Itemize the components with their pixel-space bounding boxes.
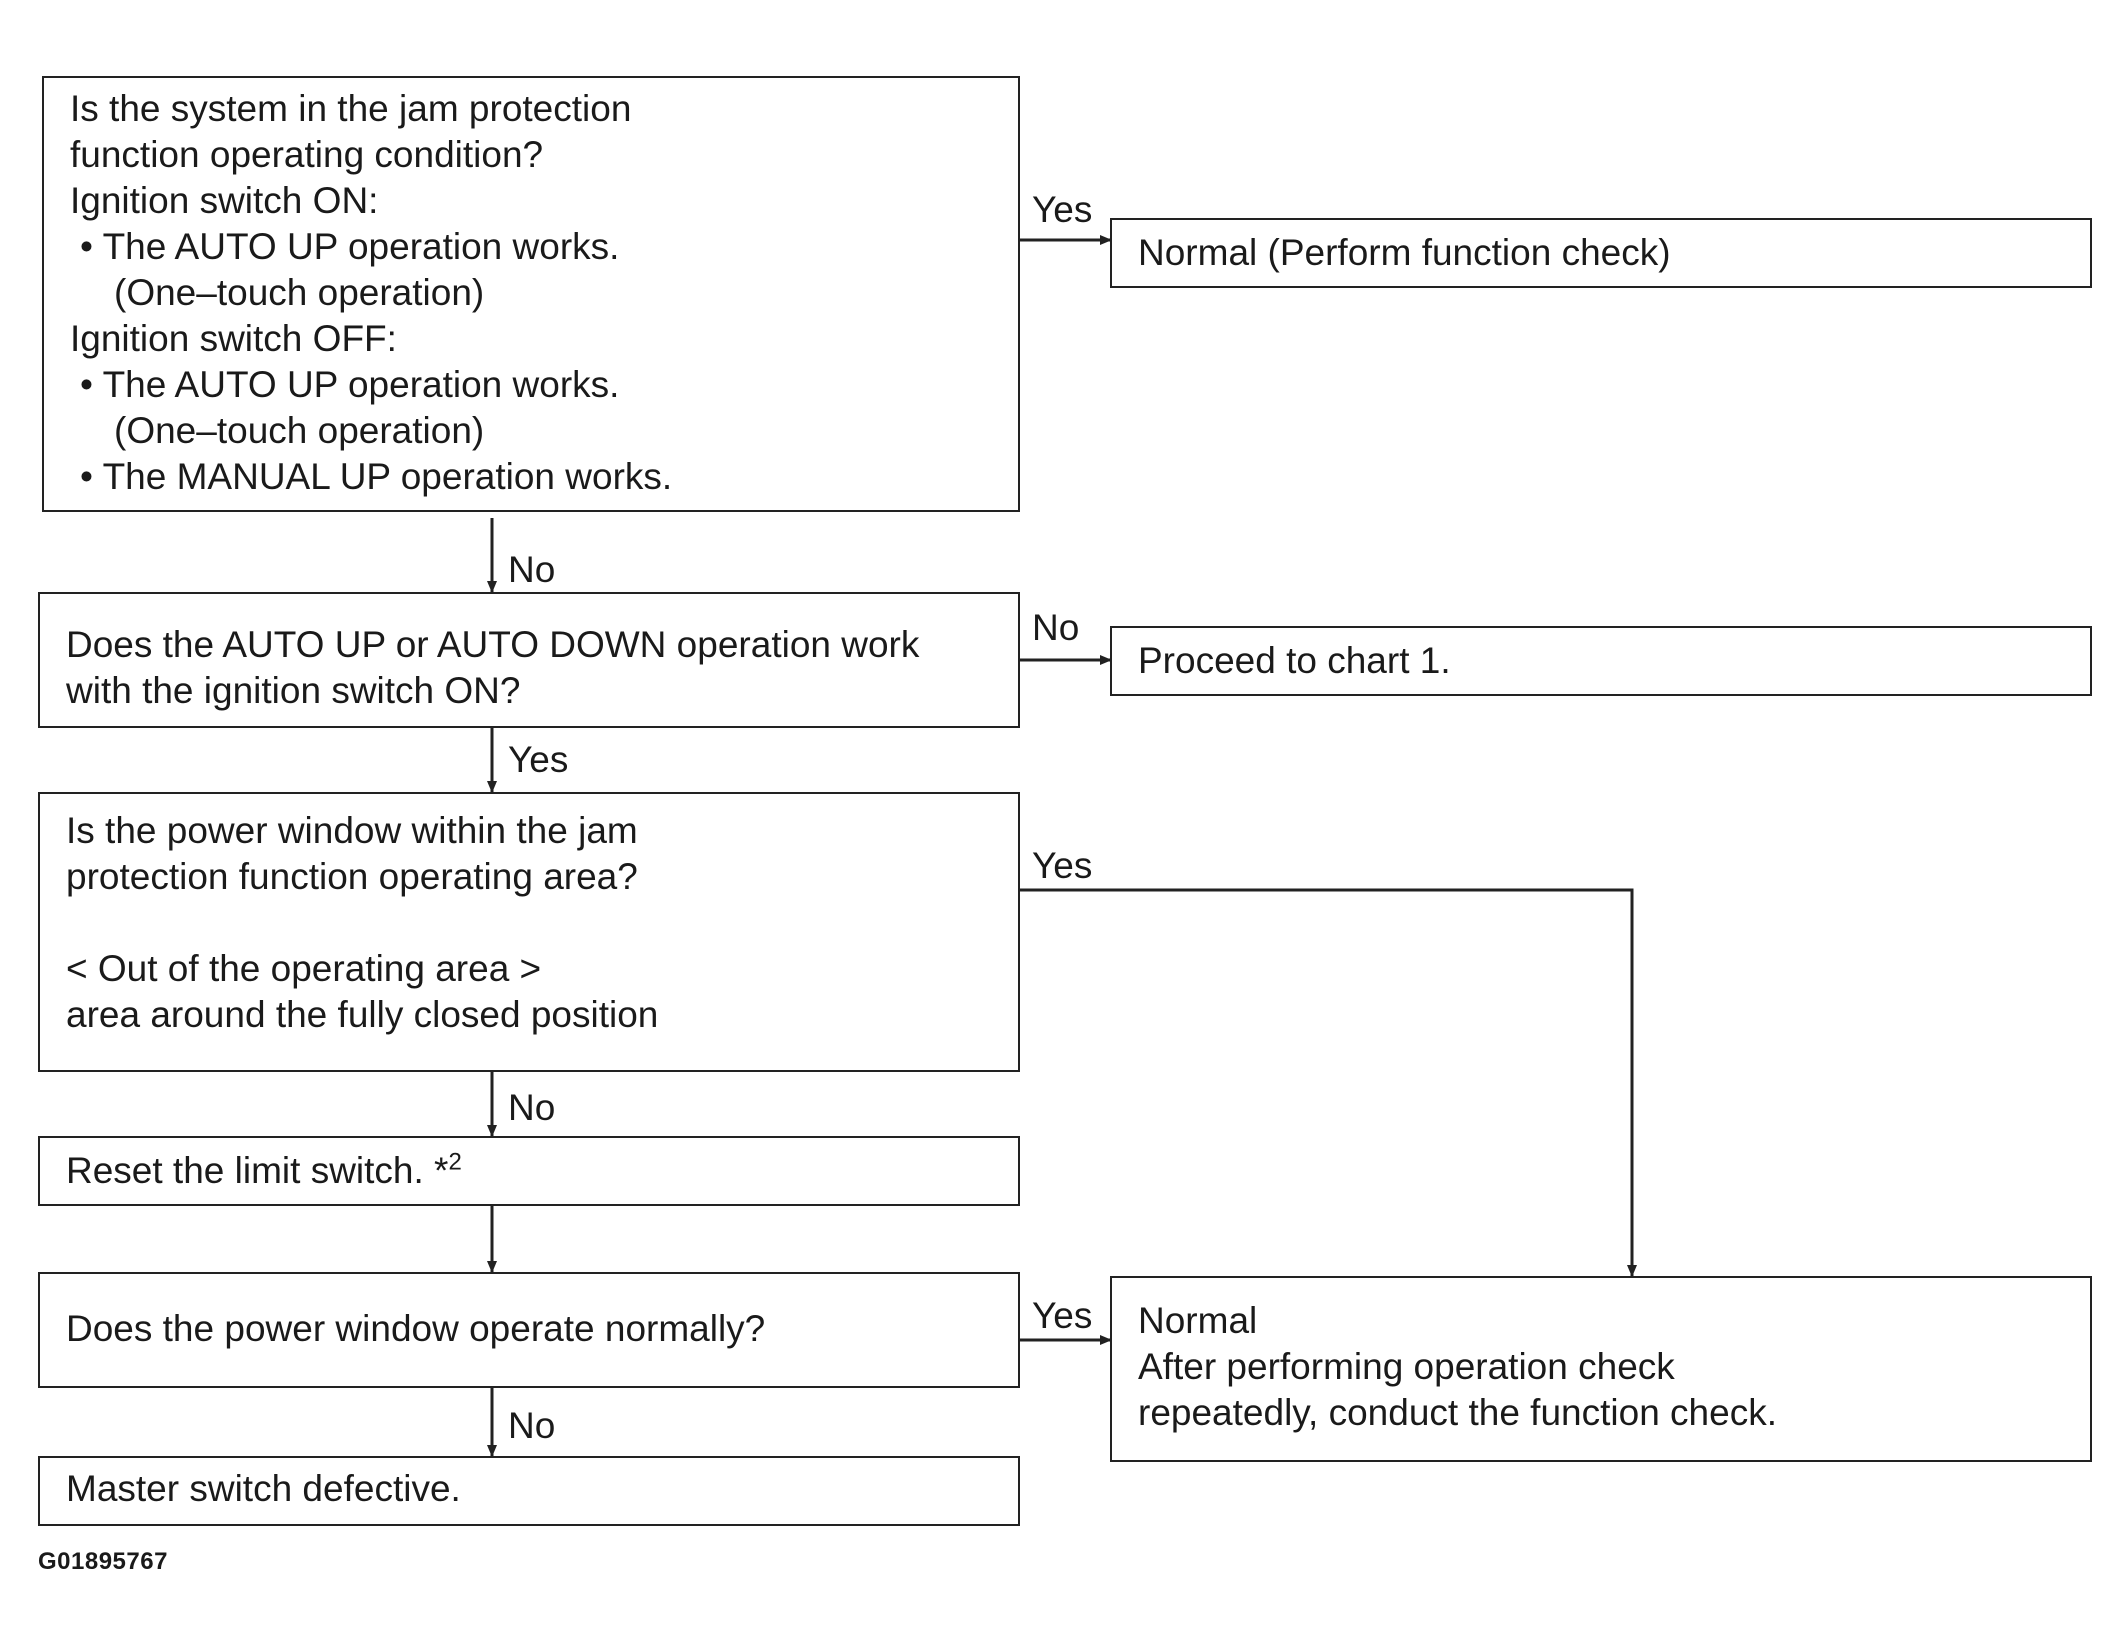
r3-line: Normal bbox=[1138, 1300, 1258, 1341]
q3-line: ​ bbox=[66, 900, 1018, 946]
result-box-normal-repeat-check: Normal After performing operation check … bbox=[1110, 1276, 2092, 1462]
question-box-jam-protection-condition: Is the system in the jam protection func… bbox=[42, 76, 1020, 512]
branch-label-q3-yes: Yes bbox=[1032, 845, 1093, 886]
step-box-master-switch-defective: Master switch defective. bbox=[38, 1456, 1020, 1526]
result-box-normal-function-check: Normal (Perform function check) bbox=[1110, 218, 2092, 288]
s1-footnote-marker: 2 bbox=[448, 1148, 462, 1176]
r3-line: After performing operation check bbox=[1138, 1346, 1675, 1387]
step-box-reset-limit-switch: Reset the limit switch. *2 bbox=[38, 1136, 1020, 1206]
r3-line: repeatedly, conduct the function check. bbox=[1138, 1392, 1777, 1433]
r1-text: Normal (Perform function check) bbox=[1138, 232, 1671, 273]
q1-line: Is the system in the jam protection bbox=[70, 88, 632, 129]
q1-line: (One–touch operation) bbox=[114, 410, 485, 451]
s1-text: Reset the limit switch. *2 bbox=[66, 1148, 1018, 1194]
arrow-q3-yes bbox=[1019, 888, 1637, 1277]
q1-line: (One–touch operation) bbox=[114, 272, 485, 313]
branch-label-q2-no: No bbox=[1032, 607, 1080, 648]
q1-line: function operating condition? bbox=[70, 134, 544, 175]
q1-line: • The AUTO UP operation works. bbox=[80, 226, 620, 267]
question-box-operating-area: Is the power window within the jam prote… bbox=[38, 792, 1020, 1072]
figure-id: G01895767 bbox=[38, 1548, 168, 1575]
q1-line: Ignition switch OFF: bbox=[70, 318, 397, 359]
q3-line: Is the power window within the jam bbox=[66, 810, 638, 851]
branch-label-q2-yes: Yes bbox=[508, 739, 569, 780]
q1-line: • The MANUAL UP operation works. bbox=[80, 456, 673, 497]
q3-line: area around the fully closed position bbox=[66, 994, 659, 1035]
q1-line: Ignition switch ON: bbox=[70, 180, 379, 221]
q2-line: with the ignition switch ON? bbox=[66, 670, 521, 711]
q4-text: Does the power window operate normally? bbox=[66, 1308, 766, 1349]
s1-label: Reset the limit switch. * bbox=[66, 1150, 449, 1191]
r2-text: Proceed to chart 1. bbox=[1138, 640, 1451, 681]
s2-text: Master switch defective. bbox=[66, 1468, 461, 1509]
q2-line: Does the AUTO UP or AUTO DOWN operation … bbox=[66, 624, 920, 665]
branch-label-q1-no: No bbox=[508, 549, 556, 590]
question-box-auto-operation: Does the AUTO UP or AUTO DOWN operation … bbox=[38, 592, 1020, 728]
branch-label-q3-no: No bbox=[508, 1087, 556, 1128]
question-box-operate-normally: Does the power window operate normally? bbox=[38, 1272, 1020, 1388]
q1-line: • The AUTO UP operation works. bbox=[80, 364, 620, 405]
branch-label-q1-yes: Yes bbox=[1032, 189, 1093, 230]
result-box-proceed-chart-1: Proceed to chart 1. bbox=[1110, 626, 2092, 696]
q3-line: < Out of the operating area > bbox=[66, 948, 542, 989]
branch-label-q4-yes: Yes bbox=[1032, 1295, 1093, 1336]
branch-label-q4-no: No bbox=[508, 1405, 556, 1446]
q3-line: protection function operating area? bbox=[66, 856, 638, 897]
